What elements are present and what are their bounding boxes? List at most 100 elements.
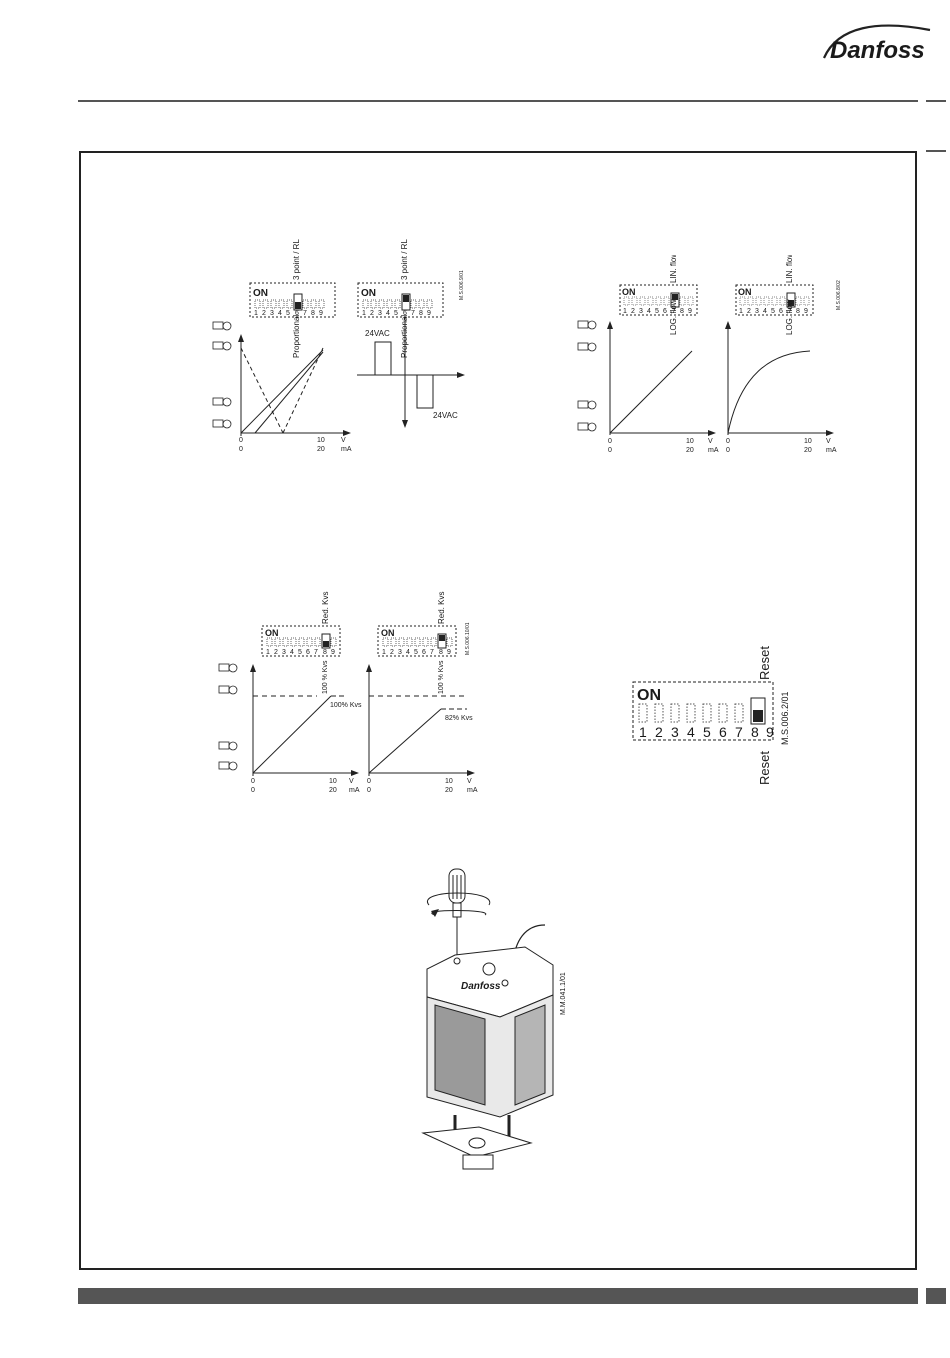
svg-text:3: 3 (398, 649, 402, 656)
svg-text:10: 10 (445, 778, 453, 785)
dip-switch-box-4 (735, 284, 814, 316)
svg-text:4: 4 (406, 649, 410, 656)
svg-text:20: 20 (445, 787, 453, 794)
svg-text:7: 7 (314, 649, 318, 656)
svg-text:mA: mA (349, 787, 360, 794)
svg-text:LIN. flow: LIN. flow (669, 255, 678, 283)
dip-switch-6-knob (295, 302, 301, 309)
label-3point: 3 point / RL (292, 239, 301, 280)
figure-code-4: M.S.006.2/01 (780, 691, 790, 745)
signal-pulse-low (416, 375, 434, 409)
svg-text:4: 4 (386, 310, 390, 317)
valve-symbols-3 (218, 663, 238, 771)
svg-text:20: 20 (686, 447, 694, 454)
svg-text:1: 1 (382, 649, 386, 656)
figure-actuator-illustration: Danfoss M.M.041.1/01 (421, 868, 567, 1170)
svg-text:LOG. flow: LOG. flow (785, 299, 794, 335)
svg-text:6: 6 (663, 308, 667, 315)
svg-text:5: 5 (286, 310, 290, 317)
valve-symbols-2 (577, 320, 597, 432)
svg-text:1: 1 (623, 308, 627, 315)
svg-text:5: 5 (394, 310, 398, 317)
chart4-log-curve (727, 350, 811, 434)
svg-text:9: 9 (804, 308, 808, 315)
header-tab-rule (926, 100, 946, 102)
svg-text:1: 1 (739, 308, 743, 315)
svg-text:8: 8 (680, 308, 684, 315)
svg-text:0: 0 (239, 446, 243, 453)
svg-text:9: 9 (766, 724, 774, 740)
svg-text:2: 2 (655, 724, 663, 740)
label-24vac-high: 24VAC (365, 329, 390, 338)
logo-text: Danfoss (830, 37, 925, 64)
chart1-line-a (240, 349, 324, 434)
figure-code-3: M.S.006.10/01 (465, 622, 471, 655)
chart1-line-b (254, 351, 324, 434)
svg-text:6: 6 (422, 649, 426, 656)
svg-text:9: 9 (319, 310, 323, 317)
svg-text:ON: ON (622, 287, 636, 297)
svg-text:Red. Kvs: Red. Kvs (321, 592, 330, 624)
chart1-dashed-a (240, 347, 284, 434)
svg-text:V: V (708, 438, 713, 445)
svg-text:V: V (826, 438, 831, 445)
dip-switch-box-2 (357, 282, 444, 318)
svg-text:0: 0 (367, 787, 371, 794)
svg-text:0: 0 (608, 447, 612, 454)
svg-text:ON: ON (381, 628, 395, 638)
svg-text:10: 10 (329, 778, 337, 785)
svg-text:0: 0 (251, 787, 255, 794)
svg-text:1: 1 (254, 310, 258, 317)
svg-text:3 point / RL: 3 point / RL (400, 239, 409, 280)
svg-text:20: 20 (317, 446, 325, 453)
valve-symbols (212, 321, 232, 429)
dip-switch-box-3 (619, 284, 698, 316)
svg-text:20: 20 (804, 447, 812, 454)
svg-text:0: 0 (726, 447, 730, 454)
svg-text:6: 6 (403, 310, 407, 317)
svg-text:Red. Kvs: Red. Kvs (437, 592, 446, 624)
reset-label-top: Reset (757, 646, 772, 680)
svg-text:3: 3 (270, 310, 274, 317)
figure-code-1: M.S.006.9/01 (459, 270, 465, 300)
svg-text:8: 8 (311, 310, 315, 317)
figure-code-2: M.S.006.8/02 (836, 280, 842, 310)
svg-text:2: 2 (747, 308, 751, 315)
dip-on-label: ON (253, 288, 268, 299)
svg-text:3: 3 (755, 308, 759, 315)
chart3-linear-curve (609, 350, 693, 434)
svg-text:6: 6 (779, 308, 783, 315)
svg-text:3: 3 (639, 308, 643, 315)
svg-text:5: 5 (414, 649, 418, 656)
svg-text:9: 9 (427, 310, 431, 317)
svg-text:2: 2 (631, 308, 635, 315)
header-tab-rule-lower (926, 150, 946, 152)
svg-text:7: 7 (672, 308, 676, 315)
svg-text:ON: ON (637, 687, 661, 704)
svg-text:1: 1 (266, 649, 270, 656)
dip-slots (254, 299, 325, 309)
svg-text:7: 7 (735, 724, 743, 740)
svg-text:1: 1 (639, 724, 647, 740)
svg-text:9: 9 (688, 308, 692, 315)
svg-text:1: 1 (362, 310, 366, 317)
svg-text:mA: mA (467, 787, 478, 794)
svg-text:8: 8 (439, 649, 443, 656)
svg-text:6: 6 (295, 310, 299, 317)
svg-text:6: 6 (719, 724, 727, 740)
svg-text:5: 5 (703, 724, 711, 740)
signal-pulse-high (374, 341, 392, 375)
svg-text:9: 9 (331, 649, 335, 656)
label-24vac-low: 24VAC (433, 411, 458, 420)
svg-text:3: 3 (282, 649, 286, 656)
svg-text:2: 2 (390, 649, 394, 656)
reset-dip-box (632, 681, 774, 741)
svg-text:mA: mA (708, 447, 719, 454)
svg-text:3: 3 (671, 724, 679, 740)
svg-text:6: 6 (306, 649, 310, 656)
header-rule (78, 100, 918, 102)
svg-text:2: 2 (370, 310, 374, 317)
svg-text:ON: ON (738, 287, 752, 297)
